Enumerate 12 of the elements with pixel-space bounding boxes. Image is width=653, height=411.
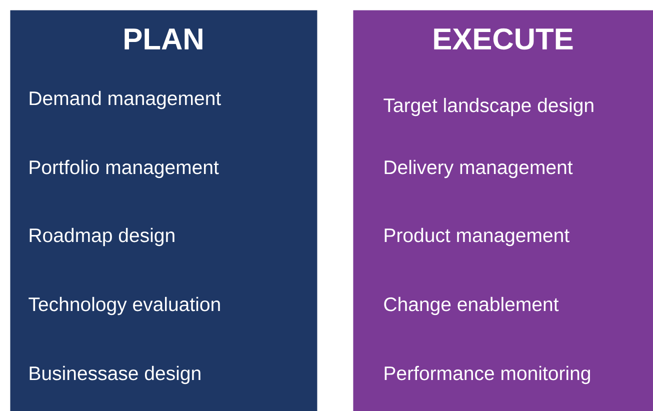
list-item: Change enablement <box>384 296 559 316</box>
panel-heading: PLAN <box>124 28 202 50</box>
list-item: Demand management <box>30 90 221 110</box>
list-item: Delivery management <box>384 160 573 178</box>
list-item: Product management <box>384 228 570 246</box>
list-item: Technology evaluation <box>28 296 220 316</box>
panel-heading: EXECUTE <box>434 28 573 50</box>
list-item: Businessase design <box>30 366 200 384</box>
list-item: Performance monitoring <box>384 366 590 384</box>
list-item: Target landscape design <box>384 98 594 116</box>
list-item: Portfolio management <box>30 160 219 178</box>
list-item: Roadmap design <box>30 228 174 246</box>
